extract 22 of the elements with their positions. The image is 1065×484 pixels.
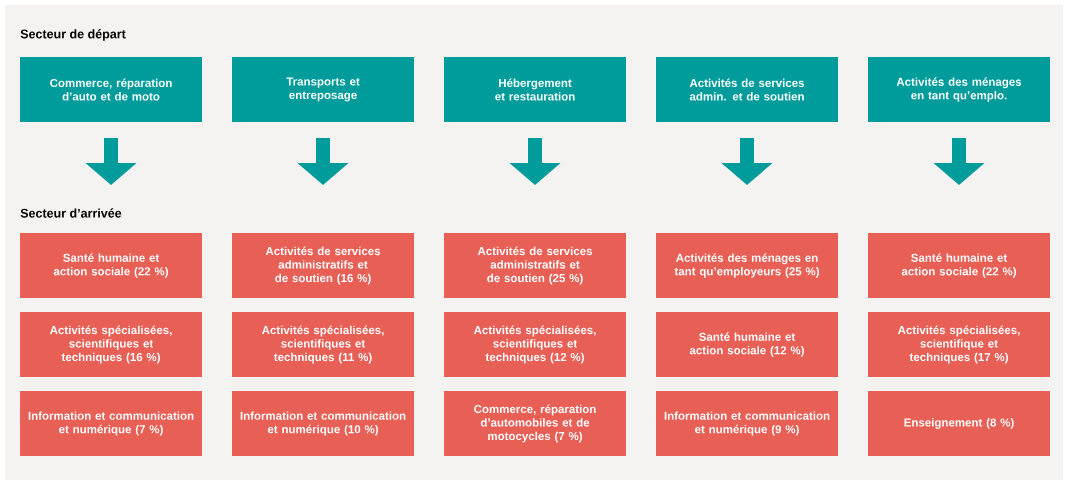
sector-box: Activités spécialisées, scientifiques et techniques (16 %)	[20, 312, 202, 377]
sector-box: Activités des ménages en tant qu’emplo.	[868, 57, 1050, 122]
sector-box: Hébergement et restauration	[444, 57, 626, 122]
sector-box: Information et communication et numérique (9 %)	[656, 391, 838, 456]
sector-box: Activités spécialisées, scientifique et techniques (17 %)	[868, 312, 1050, 377]
sector-box: Commerce, réparation d’automobiles et de motocycles (7 %)	[444, 391, 626, 456]
section-heading: Secteur d’arrivée	[20, 208, 122, 218]
sector-box: Santé humaine et action sociale (22 %)	[20, 233, 202, 298]
sector-box: Activités de services administratifs et de soutien (25 %)	[444, 233, 626, 298]
sector-box: Information et communication et numérique (10 %)	[232, 391, 414, 456]
sector-box: Transports et entreposage	[232, 57, 414, 122]
sector-box: Santé humaine et action sociale (22 %)	[868, 233, 1050, 298]
sector-box: Santé humaine et action sociale (12 %)	[656, 312, 838, 377]
sector-box: Activités de services administratifs et de soutien (16 %)	[232, 233, 414, 298]
sector-box: Activités spécialisées, scientifiques et techniques (11 %)	[232, 312, 414, 377]
sector-box: Activités de services admin. et de soutien	[656, 57, 838, 122]
sector-box: Activités spécialisées, scientifiques et techniques (12 %)	[444, 312, 626, 377]
sector-box: Activités des ménages en tant qu’employeurs (25 %)	[656, 233, 838, 298]
section-heading: Secteur de départ	[20, 29, 126, 41]
sector-box: Commerce, réparation d’auto et de moto	[20, 57, 202, 122]
sector-box: Enseignement (8 %)	[868, 391, 1050, 456]
sector-box: Information et communication et numérique (7 %)	[20, 391, 202, 456]
